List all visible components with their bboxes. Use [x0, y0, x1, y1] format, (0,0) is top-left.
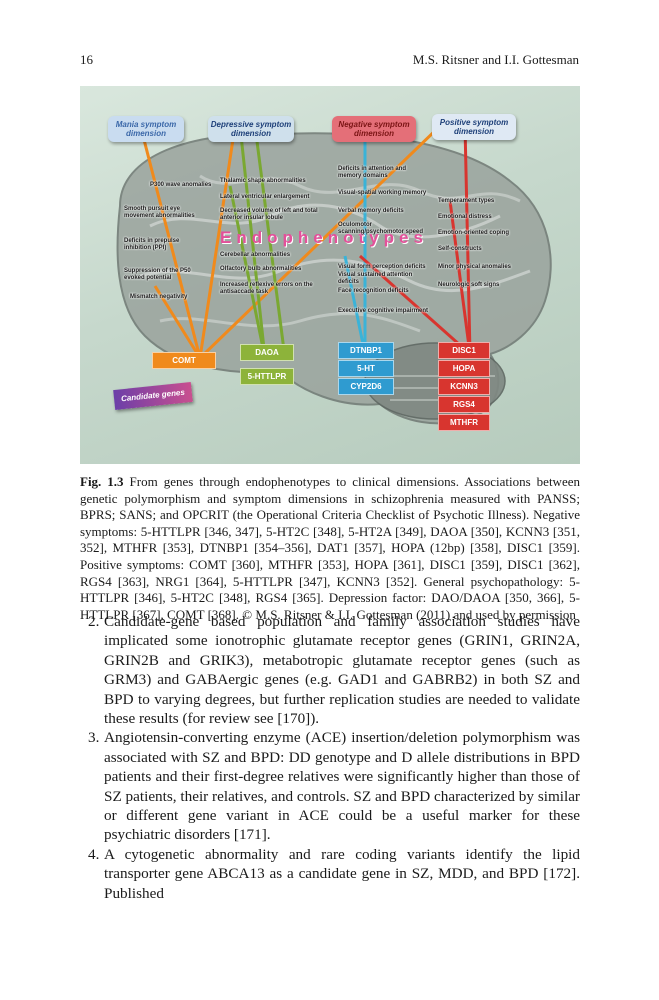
endophenotype-label: Visual form perception deficits	[338, 264, 426, 270]
endophenotypes-title: Endophenotypes	[220, 228, 428, 247]
positive-dimension-box: Positive symptom dimension	[432, 114, 516, 141]
gene-mthfr: MTHFR	[438, 414, 490, 432]
numbered-list: 2.Candidate-gene based population and fa…	[80, 612, 580, 903]
endophenotype-label: Mismatch negativity	[130, 294, 188, 300]
arrows-blue-genes	[343, 126, 367, 355]
list-item-text: Angiotensin-converting enzyme (ACE) inse…	[104, 729, 580, 844]
endophenotype-label: Decreased volume of left and total anter…	[220, 208, 318, 222]
endophenotype-label: Lateral ventricular enlargement	[220, 194, 310, 200]
negative-dimension-box: Negative symptom dimension	[332, 116, 416, 143]
endophenotype-label: Self-constructs	[438, 246, 482, 252]
brain-fold-3	[159, 312, 421, 333]
caption-label: Fig. 1.3	[80, 474, 124, 489]
arrows-comt	[138, 123, 442, 360]
endophenotype-label: Visual sustained attention deficits	[338, 272, 413, 286]
figure-caption: Fig. 1.3 From genes through endophenotyp…	[80, 474, 580, 623]
brain-fold-1	[149, 203, 501, 239]
list-item: 3.Angiotensin-converting enzyme (ACE) in…	[80, 728, 580, 844]
gene-kcnn3: KCNN3	[438, 378, 490, 396]
endophenotype-label: P300 wave anomalies	[150, 182, 212, 188]
gene-disc1: DISC1	[438, 342, 490, 360]
endophenotype-label: Deficits in prepulse inhibition (PPI)	[124, 238, 180, 252]
mania-dimension-box: Mania symptom dimension	[108, 116, 184, 143]
endophenotype-label: Face recognition deficits	[338, 288, 409, 294]
gene-comt: COMT	[152, 352, 216, 370]
list-item-number: 2.	[88, 613, 100, 630]
arrows-red-genes	[359, 125, 472, 356]
gene-cyp2d6: CYP2D6	[338, 378, 394, 396]
page-number: 16	[80, 52, 93, 67]
endophenotype-label: Neurologic soft signs	[438, 282, 500, 288]
endophenotype-label: Oculomotor scanning/psychomotor speed	[338, 222, 424, 236]
gene-5-httlpr: 5-HTTLPR	[240, 368, 294, 386]
endophenotype-label: Emotion-oriented coping	[438, 230, 509, 236]
gene-daoa: DAOA	[240, 344, 294, 362]
endophenotype-label: Minor physical anomalies	[438, 264, 512, 270]
endophenotype-label: Thalamic shape abnormalities	[220, 178, 306, 184]
list-item-text: Candidate-gene based population and fami…	[104, 613, 580, 728]
arrows-daoa	[228, 125, 287, 359]
list-item-number: 3.	[88, 729, 100, 747]
endophenotype-label: Temperament types	[438, 198, 495, 204]
list-item-text: A cytogenetic abnormality and rare codin…	[104, 845, 580, 902]
gene-dtnbp1: DTNBP1	[338, 342, 394, 360]
endophenotype-label: Olfactory bulb abnormalities	[220, 266, 302, 272]
figure-1-3: Mania symptom dimension Depressive sympt…	[80, 86, 580, 464]
endophenotype-label: Deficits in attention and memory domains	[338, 166, 407, 180]
running-header-authors: M.S. Ritsner and I.I. Gottesman	[412, 52, 579, 67]
gene-5-ht: 5-HT	[338, 360, 394, 378]
gene-hopa: HOPA	[438, 360, 490, 378]
endophenotype-label: Emotional distress	[438, 214, 492, 220]
endophenotype-label: Increased reflexive errors on the antisa…	[220, 282, 313, 296]
endophenotype-label: Visual-spatial working memory	[338, 190, 427, 196]
endophenotype-label: Executive cognitive impairment	[338, 308, 429, 314]
endophenotype-label: Smooth pursuit eye movement abnormalitie…	[124, 206, 195, 220]
list-item: 4.A cytogenetic abnormality and rare cod…	[80, 845, 580, 903]
list-item: 2.Candidate-gene based population and fa…	[80, 612, 580, 728]
depressive-dimension-box: Depressive symptom dimension	[208, 116, 294, 143]
gene-rgs4: RGS4	[438, 396, 490, 414]
endophenotype-label: Suppression of the P50 evoked potential	[124, 268, 191, 282]
endophenotype-label: Cerebellar abnormalities	[220, 252, 291, 258]
caption-text: From genes through endophenotypes to cli…	[80, 474, 580, 622]
endophenotype-label: Verbal memory deficits	[338, 208, 404, 214]
list-item-number: 4.	[88, 845, 100, 863]
